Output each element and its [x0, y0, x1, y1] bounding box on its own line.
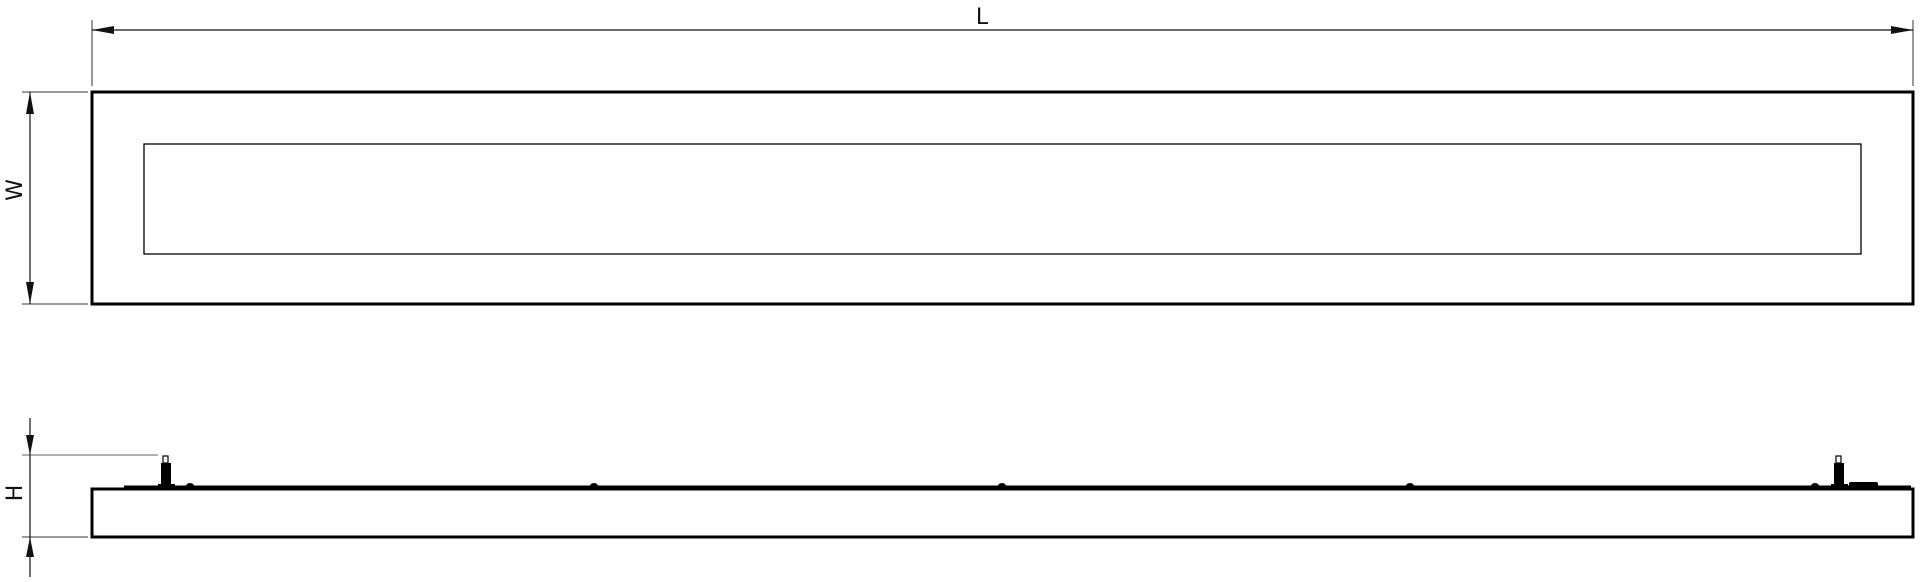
mounting-bolt-left: [158, 455, 175, 487]
arrow-down-icon: [26, 435, 34, 455]
arrow-down-icon: [26, 282, 34, 304]
outer-frame: [90, 90, 1915, 306]
length-label: L: [976, 5, 989, 30]
width-label: W: [3, 179, 28, 201]
height-label: H: [3, 485, 28, 502]
diffuser-panel: [143, 143, 1862, 255]
arrow-right-icon: [1891, 26, 1913, 34]
mounting-bolt-right: [1831, 455, 1848, 487]
height-dimension: H: [3, 418, 158, 577]
housing-body: [90, 487, 1915, 539]
rivets: [186, 483, 1819, 489]
top-view: [90, 90, 1915, 306]
width-dimension: W: [3, 91, 88, 305]
side-view: [90, 455, 1915, 539]
driver-box: [1849, 482, 1878, 487]
arrow-up-icon: [26, 537, 34, 557]
arrow-left-icon: [92, 26, 114, 34]
length-dimension: L: [91, 5, 1914, 86]
arrow-up-icon: [26, 92, 34, 114]
